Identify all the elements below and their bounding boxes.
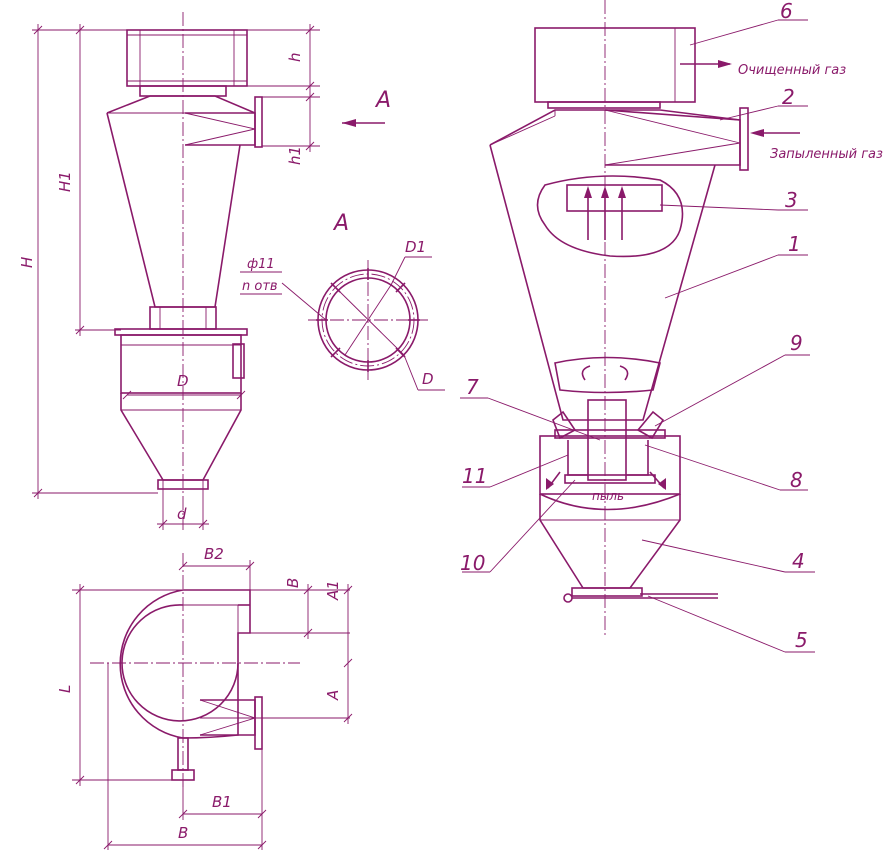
inlet-pipe-2 bbox=[604, 109, 741, 166]
dim-A1: A1 bbox=[324, 580, 342, 601]
outlet-box-6 bbox=[534, 27, 696, 103]
dim-H: H bbox=[18, 257, 36, 268]
callout-2: 2 bbox=[782, 85, 795, 109]
side-view-cyclone-roof bbox=[106, 95, 256, 114]
top-view-scroll-outer bbox=[119, 589, 251, 739]
callout-8: 8 bbox=[790, 468, 803, 492]
side-view: h h1 H1 H D d bbox=[18, 12, 320, 530]
cyclone-section-view: Очищенный газ Запыленный газ bbox=[460, 0, 883, 653]
gate-5 bbox=[571, 587, 643, 597]
dim-B: B bbox=[178, 824, 188, 842]
callout-6: 6 bbox=[780, 0, 793, 23]
view-arrow-a: A bbox=[342, 88, 391, 127]
hopper-8 bbox=[539, 435, 681, 495]
hole-count: n отв bbox=[242, 279, 278, 294]
dim-L: L bbox=[56, 685, 74, 693]
hole-diameter: ф11 bbox=[247, 257, 275, 272]
dim-h1: h1 bbox=[286, 146, 304, 165]
cyclone-body-1 bbox=[489, 144, 716, 421]
callout-3: 3 bbox=[785, 188, 798, 212]
side-view-outlet-box bbox=[126, 29, 248, 87]
dim-B1: B1 bbox=[212, 793, 232, 811]
callout-4: 4 bbox=[792, 549, 805, 573]
dusty-gas-label: Запыленный газ bbox=[770, 147, 883, 162]
dim-D: D bbox=[177, 372, 189, 390]
clean-gas-label: Очищенный газ bbox=[738, 63, 846, 78]
side-view-hopper bbox=[120, 334, 242, 394]
central-pipe-7 bbox=[587, 399, 627, 481]
dim-D-section: D bbox=[422, 370, 434, 388]
section-a-view: A D1 D ф11 n отв bbox=[240, 211, 445, 391]
dust-label: пыль bbox=[592, 489, 624, 503]
callout-11: 11 bbox=[462, 464, 487, 488]
hopper-cone-4 bbox=[539, 494, 681, 589]
dim-h: h bbox=[286, 52, 304, 62]
dim-D1: D1 bbox=[405, 238, 426, 256]
dim-d: d bbox=[177, 505, 187, 523]
dim-H1: H1 bbox=[56, 171, 74, 192]
section-a-title: A bbox=[332, 211, 349, 236]
callout-10: 10 bbox=[460, 551, 485, 575]
dim-B-small: B bbox=[284, 578, 302, 588]
view-arrow-label: A bbox=[374, 88, 391, 113]
callout-5: 5 bbox=[795, 628, 808, 652]
dim-A: A bbox=[324, 690, 342, 701]
side-view-cone bbox=[106, 112, 241, 308]
callout-1: 1 bbox=[788, 232, 801, 256]
top-view: B2 B A1 A L B1 B bbox=[56, 545, 353, 850]
cutaway-3 bbox=[536, 175, 684, 258]
callout-9: 9 bbox=[790, 331, 803, 355]
dim-B2: B2 bbox=[204, 545, 224, 563]
callout-7: 7 bbox=[466, 375, 479, 399]
